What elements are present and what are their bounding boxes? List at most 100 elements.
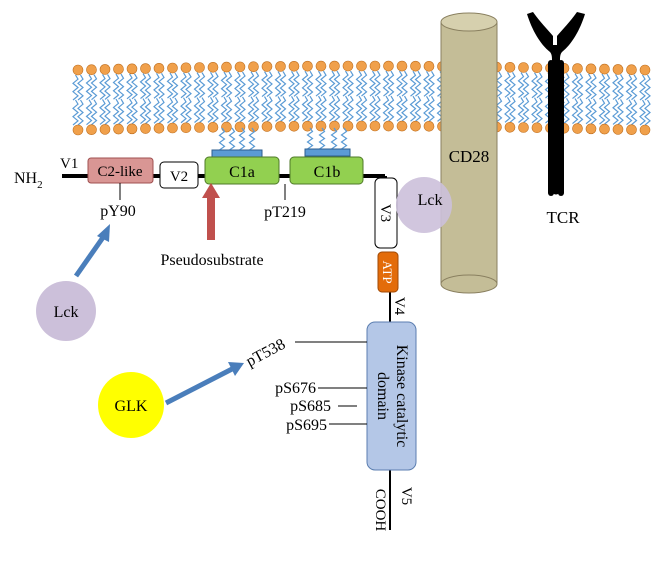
c2-label: C2-like [98, 164, 143, 180]
lipid-head [396, 120, 408, 132]
lipid-head [423, 120, 435, 132]
lipid-head [585, 63, 597, 75]
lipid-head [234, 61, 246, 73]
lck-left [36, 281, 96, 341]
ps676-label: pS676 [275, 380, 316, 397]
lipid-head [518, 62, 529, 73]
lipid-head [288, 60, 300, 72]
glk-kinase [98, 372, 164, 438]
lipid-head [585, 123, 597, 135]
lipid-head [126, 123, 138, 135]
lipid-head [167, 122, 178, 134]
kinase-label-1: Kinase catalytic [393, 345, 410, 448]
lipid-head [99, 124, 111, 135]
lipid-head [113, 123, 124, 135]
atp-label: ATP [380, 260, 395, 283]
lipid-head [261, 61, 273, 72]
v4-label: V4 [391, 297, 407, 316]
v3-region [374, 177, 398, 249]
lipid-head [194, 62, 205, 73]
ps685-label: pS685 [290, 398, 331, 415]
lipid-head [207, 61, 219, 73]
lipid-head [423, 60, 435, 72]
lipid-head [180, 122, 192, 134]
lipid-head [180, 62, 192, 74]
lipid-head [315, 120, 327, 132]
lipid-head [342, 120, 354, 132]
lipid-head [261, 121, 273, 132]
lipid-head [383, 60, 394, 72]
tcr-receptor: TCR [527, 12, 585, 227]
lck-right-label: Lck [418, 192, 443, 209]
ps695-label: pS695 [286, 417, 327, 434]
lipid-head [599, 63, 610, 75]
lipid-head [126, 63, 138, 75]
lipid-head [626, 124, 637, 136]
lipid-head [383, 120, 394, 132]
lck-right [396, 177, 452, 233]
lipid-head [329, 60, 340, 72]
lipid-head [531, 62, 543, 74]
lipid-head [275, 121, 286, 132]
kinase-label-2: domain [374, 372, 391, 420]
lipid-head [612, 124, 624, 135]
v2-label: V2 [170, 169, 188, 185]
lipid-head [72, 124, 84, 136]
kinase-domain [366, 321, 417, 471]
lipid-head [113, 63, 124, 75]
lipid-head [194, 122, 205, 133]
lipid-head [275, 61, 286, 72]
lipid-head [221, 61, 232, 73]
lipid-head [639, 64, 651, 76]
nh2-label: NH2 [14, 170, 43, 191]
lipid-head [504, 121, 516, 133]
lipid-head [531, 122, 543, 134]
pt538-label: pT538 [243, 336, 288, 371]
lck-left-label: Lck [54, 304, 79, 321]
v1-label: V1 [60, 156, 78, 172]
c1b-domain [289, 156, 364, 185]
lipid-head [221, 121, 232, 133]
lipid-head [518, 122, 529, 133]
lipid-head [410, 120, 421, 132]
lipid-head [369, 120, 381, 132]
v3-label: V3 [377, 204, 393, 222]
v5-label: V5 [398, 487, 414, 505]
v2-region [159, 161, 199, 189]
pt219-label: pT219 [264, 204, 306, 221]
lipid-head [207, 121, 219, 133]
lipid-head [99, 64, 111, 75]
lipid-head [356, 60, 367, 72]
lipid-head [302, 60, 313, 72]
lipid-head [572, 123, 583, 134]
lipid-head [599, 123, 610, 135]
lipid-head [248, 61, 259, 72]
lipid-head [639, 124, 651, 136]
lipid-head [315, 60, 327, 72]
lipid-head [167, 62, 178, 74]
lipid-head [153, 122, 165, 134]
cd28-receptor: CD28 [440, 12, 498, 294]
lipid-head [140, 123, 151, 134]
lipid-head [356, 120, 367, 132]
lipid-head [410, 60, 421, 72]
lipid-head [86, 124, 97, 136]
lipid-head [342, 60, 354, 72]
glk-label: GLK [115, 398, 148, 415]
tcr-label: TCR [546, 208, 580, 227]
lipid-head [504, 61, 516, 73]
pseudosubstrate-label: Pseudosubstrate [160, 252, 263, 269]
lipid-head [288, 120, 300, 132]
c1a-domain [204, 156, 280, 185]
lipid-head [626, 64, 637, 76]
lipid-head [86, 64, 97, 76]
lipid-head [72, 64, 84, 76]
lipid-head [140, 63, 151, 74]
lipid-head [369, 60, 381, 72]
cd28-label: CD28 [449, 147, 490, 166]
lipid-head [612, 64, 624, 75]
atp-site [377, 251, 399, 293]
lipid-head [572, 63, 583, 74]
